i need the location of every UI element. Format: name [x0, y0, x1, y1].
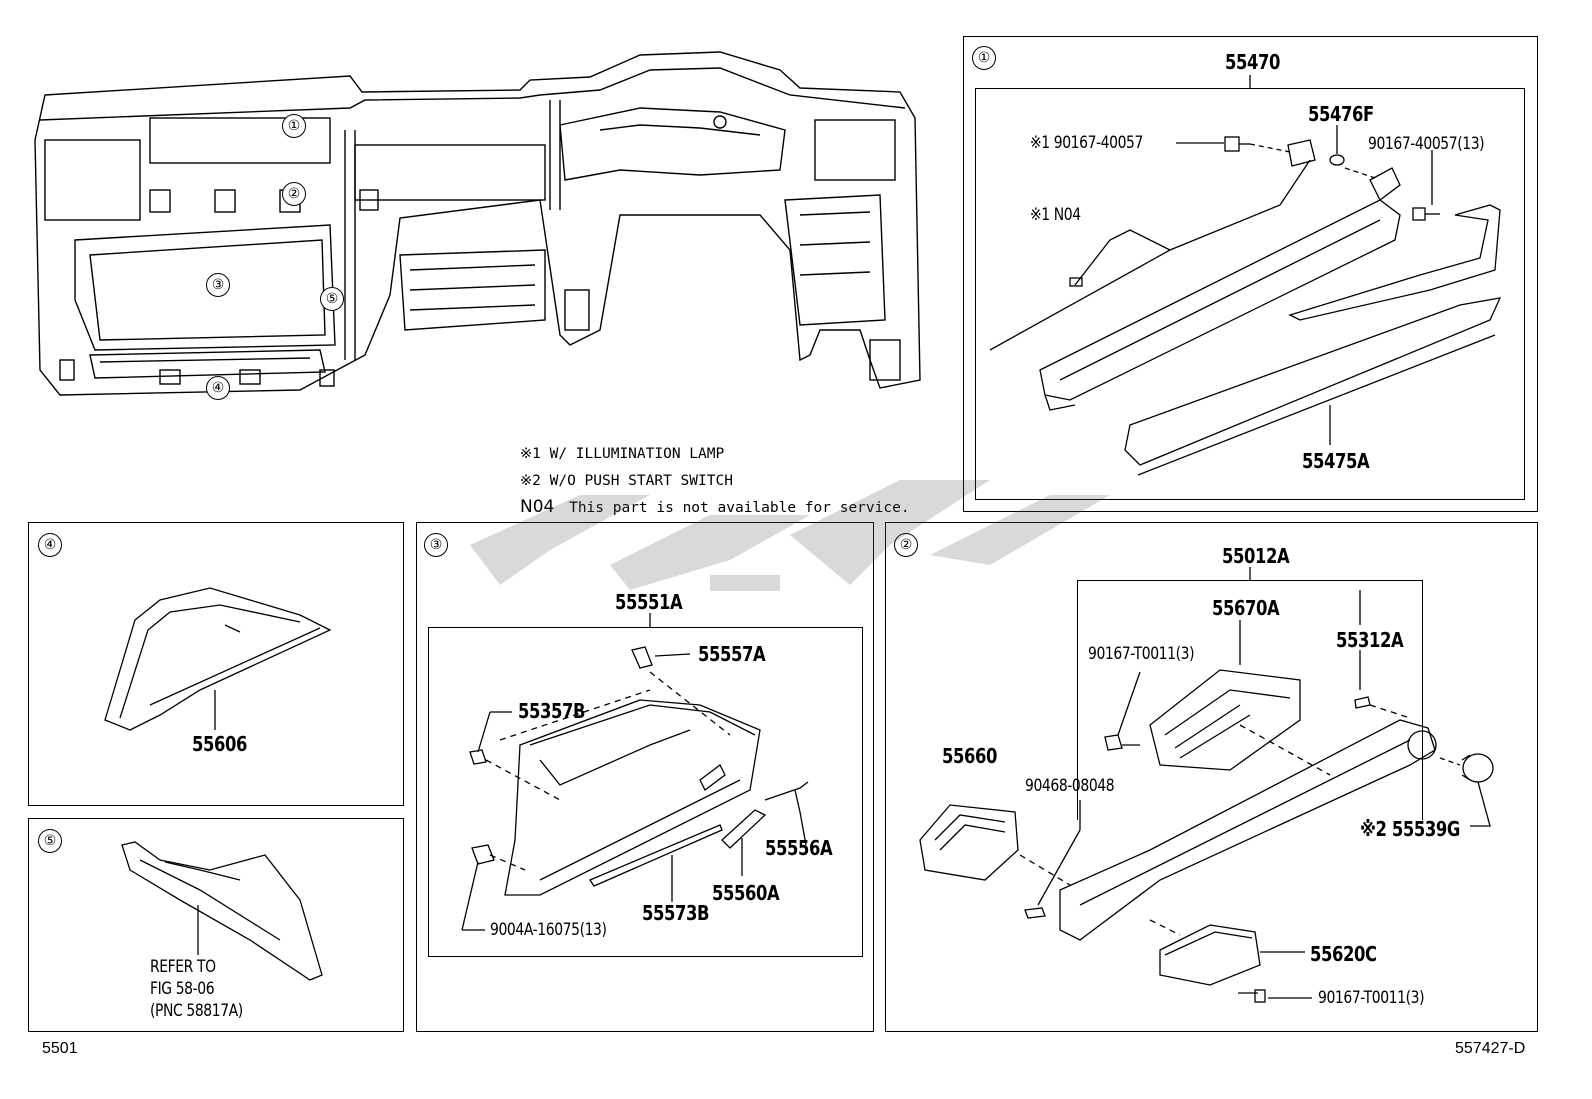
legend-line-3: N04 This part is not available for servi…	[520, 497, 910, 517]
part-55357B[interactable]: 55357B	[518, 699, 586, 723]
callout-1[interactable]: ①	[282, 114, 306, 138]
part-55012A[interactable]: 55012A	[1222, 544, 1290, 568]
part-55551A[interactable]: 55551A	[615, 590, 683, 614]
refer-line-1: REFER TO	[150, 957, 216, 977]
panel-4-marker: ④	[38, 533, 62, 557]
legend-line-1: ※1 W/ ILLUMINATION LAMP	[520, 446, 725, 462]
part-N04[interactable]: ※1 N04	[1030, 205, 1081, 225]
part-55312A[interactable]: 55312A	[1336, 628, 1404, 652]
detail-panel-2	[885, 522, 1538, 1032]
part-55660[interactable]: 55660	[942, 744, 998, 768]
part-90167-T0011-bottom[interactable]: 90167-T0011(3)	[1318, 988, 1425, 1008]
panel-2-assembly-box	[1077, 580, 1423, 820]
refer-line-3: (PNC 58817A)	[150, 1001, 243, 1021]
part-90167-40057-left[interactable]: ※1 90167-40057	[1030, 133, 1143, 153]
panel-3-assembly-box	[428, 627, 863, 957]
legend-text: This part is not available for service.	[569, 500, 910, 516]
part-90468-08048[interactable]: 90468-08048	[1025, 776, 1115, 796]
detail-panel-5	[28, 818, 404, 1032]
detail-panel-1	[963, 36, 1538, 512]
callout-4[interactable]: ④	[206, 376, 230, 400]
part-55556A[interactable]: 55556A	[765, 836, 833, 860]
callout-5[interactable]: ⑤	[320, 287, 344, 311]
panel-5-marker: ⑤	[38, 829, 62, 853]
callout-2[interactable]: ②	[282, 182, 306, 206]
part-9004A-16075[interactable]: 9004A-16075(13)	[490, 920, 607, 940]
legend-line-2: ※2 W/O PUSH START SWITCH	[520, 473, 733, 489]
part-55475A[interactable]: 55475A	[1302, 449, 1370, 473]
drawing-code: 557427-D	[1455, 1040, 1526, 1057]
refer-line-2: FIG 58-06	[150, 979, 215, 999]
callout-3[interactable]: ③	[206, 273, 230, 297]
panel-1-assembly-box	[975, 88, 1525, 500]
part-55557A[interactable]: 55557A	[698, 642, 766, 666]
part-55670A[interactable]: 55670A	[1212, 596, 1280, 620]
part-55573B[interactable]: 55573B	[642, 901, 710, 925]
part-55606[interactable]: 55606	[192, 732, 248, 756]
part-90167-40057-right[interactable]: 90167-40057(13)	[1368, 134, 1485, 154]
legend-code: N04	[520, 497, 555, 517]
part-55476F[interactable]: 55476F	[1308, 102, 1374, 126]
part-90167-T0011-top[interactable]: 90167-T0011(3)	[1088, 644, 1195, 664]
panel-3-marker: ③	[424, 533, 448, 557]
detail-panel-4	[28, 522, 404, 806]
part-55470[interactable]: 55470	[1225, 50, 1281, 74]
detail-panel-3	[416, 522, 874, 1032]
part-55620C[interactable]: 55620C	[1310, 942, 1377, 966]
part-55560A[interactable]: 55560A	[712, 881, 780, 905]
part-55539G[interactable]: ※2 55539G	[1360, 817, 1460, 841]
page-number: 5501	[42, 1040, 78, 1057]
panel-2-marker: ②	[894, 533, 918, 557]
panel-1-marker: ①	[972, 46, 996, 70]
